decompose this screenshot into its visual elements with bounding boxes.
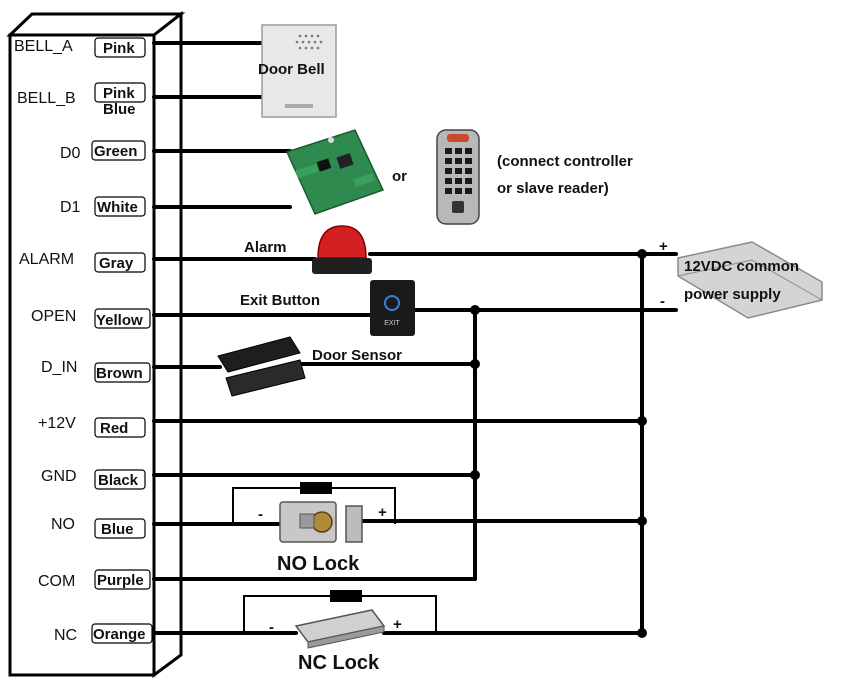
reader-note-line2: or slave reader): [497, 180, 609, 197]
or-label: or: [392, 168, 407, 185]
no-lock-plus: +: [378, 504, 387, 521]
psu-plus-label: +: [659, 238, 668, 255]
wire-label-brown: Brown: [96, 365, 143, 382]
wire-label-pink-a: Pink: [103, 40, 135, 57]
diodes: [300, 482, 362, 602]
wire-label-orange: Orange: [93, 626, 146, 643]
terminal-com: COM: [38, 573, 75, 590]
exit-text: EXIT: [384, 320, 400, 327]
door-bell-device: [261, 24, 337, 118]
reader-note-line1: (connect controller: [497, 153, 633, 170]
terminal-d1: D1: [60, 199, 81, 216]
wire-label-green: Green: [94, 143, 137, 160]
exit-button-label: Exit Button: [240, 292, 320, 309]
door-sensor-device: [217, 336, 306, 397]
terminal-labels: BELL_A BELL_B D0 D1 ALARM OPEN D_IN +12V…: [14, 38, 81, 644]
wire-color-labels: Pink Pink Blue Green White Gray Yellow B…: [93, 40, 146, 643]
wire-label-purple: Purple: [97, 572, 144, 589]
wire-label-blue: Blue: [101, 521, 134, 538]
wire-label-black: Black: [98, 472, 139, 489]
psu-label-line1: 12VDC common: [684, 258, 799, 275]
exit-button-device: EXIT: [370, 280, 415, 336]
terminal-nc: NC: [54, 627, 77, 644]
nc-lock-minus: -: [269, 619, 274, 636]
nc-lock-device: [294, 609, 386, 649]
alarm-device: [312, 225, 372, 274]
junction-dots: [470, 249, 647, 638]
terminal-open: OPEN: [31, 308, 76, 325]
wire-label-yellow: Yellow: [96, 312, 143, 329]
power-supply-device: [677, 241, 823, 319]
terminal-bell-b: BELL_B: [17, 90, 76, 107]
terminal-alarm: ALARM: [19, 251, 74, 268]
wire-label-red: Red: [100, 420, 128, 437]
terminal-12v: +12V: [38, 415, 76, 432]
no-lock-device: [279, 501, 363, 543]
terminal-bell-a: BELL_A: [14, 38, 73, 55]
door-sensor-label: Door Sensor: [312, 347, 402, 364]
psu-label-line2: power supply: [684, 286, 781, 303]
wires: [152, 41, 678, 635]
door-bell-label: Door Bell: [258, 61, 325, 78]
nc-lock-label: NC Lock: [298, 652, 380, 674]
keypad-reader-device: [436, 129, 480, 225]
terminal-d0: D0: [60, 145, 81, 162]
wire-label-pink-b: Pink: [103, 85, 135, 102]
controller-board-device: [285, 129, 385, 215]
no-lock-minus: -: [258, 506, 263, 523]
wire-label-gray: Gray: [99, 255, 134, 272]
terminal-gnd: GND: [41, 468, 77, 485]
alarm-label: Alarm: [244, 239, 287, 256]
no-lock-label: NO Lock: [277, 553, 360, 575]
nc-lock-plus: +: [393, 616, 402, 633]
wire-label-white: White: [97, 199, 138, 216]
psu-minus-label: -: [660, 293, 665, 310]
terminal-d-in: D_IN: [41, 359, 77, 376]
terminal-no: NO: [51, 516, 75, 533]
wire-label-blue-b: Blue: [103, 101, 136, 118]
wire-color-boxes: [91, 37, 153, 644]
